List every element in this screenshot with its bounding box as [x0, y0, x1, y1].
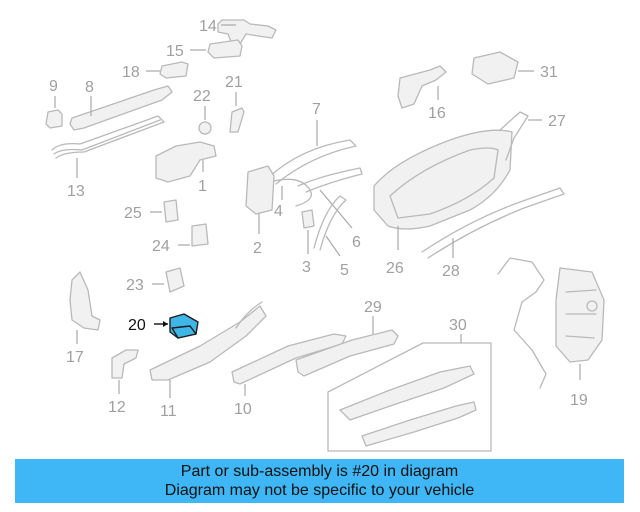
label-15: 15	[166, 43, 184, 60]
caption-line-1: Part or sub-assembly is #20 in diagram	[180, 463, 459, 480]
label-27: 27	[548, 113, 566, 130]
part-31: 31	[471, 51, 558, 85]
part-2: 2	[245, 165, 275, 257]
label-16: 16	[428, 105, 446, 122]
label-11: 11	[160, 403, 177, 420]
label-25: 25	[124, 205, 142, 222]
part-18: 18	[122, 61, 189, 81]
part-17: 17	[66, 271, 101, 366]
label-8: 8	[85, 79, 94, 96]
part-13: 13	[51, 115, 165, 200]
label-26: 26	[386, 260, 404, 277]
label-17: 17	[66, 349, 84, 366]
part-20: 20	[128, 313, 199, 339]
label-5: 5	[340, 262, 349, 279]
label-20: 20	[128, 317, 146, 334]
part-28: 28	[421, 187, 565, 280]
label-6: 6	[352, 234, 361, 251]
part-16: 16	[397, 65, 447, 122]
part-14: 14	[199, 18, 277, 45]
part-12: 12	[108, 349, 139, 416]
part-24: 24	[152, 223, 209, 255]
label-2: 2	[253, 240, 262, 257]
label-13: 13	[67, 183, 85, 200]
label-19: 19	[570, 392, 588, 409]
part-22: 22	[193, 88, 212, 135]
label-4: 4	[274, 203, 283, 220]
label-29: 29	[364, 299, 382, 316]
label-23: 23	[126, 277, 144, 294]
part-11: 11	[149, 301, 267, 420]
part-27: 27	[499, 111, 566, 161]
part-30: 30	[327, 317, 492, 452]
label-7: 7	[312, 101, 321, 118]
caption-line-2: Diagram may not be specific to your vehi…	[164, 482, 475, 499]
caption-bar: Part or sub-assembly is #20 in diagram D…	[15, 459, 624, 503]
part-6: 6	[297, 167, 363, 251]
part-21: 21	[225, 74, 245, 133]
label-3: 3	[302, 259, 311, 276]
label-22: 22	[193, 88, 211, 105]
label-30: 30	[449, 317, 467, 334]
label-14: 14	[199, 18, 217, 35]
label-18: 18	[122, 64, 140, 81]
label-1: 1	[198, 178, 207, 195]
part-5: 5	[313, 195, 349, 279]
part-19: 19	[497, 257, 605, 409]
label-28: 28	[442, 263, 460, 280]
part-25: 25	[124, 199, 179, 223]
part-8: 8	[69, 79, 173, 131]
label-12: 12	[108, 399, 126, 416]
part-26: 26	[373, 129, 513, 277]
label-9: 9	[49, 78, 58, 95]
part-23: 23	[126, 267, 185, 294]
parts-diagram: 14 15 18 9 8 13 22 21	[45, 18, 605, 452]
part-29: 29	[295, 299, 399, 377]
part-10: 10	[231, 333, 347, 418]
label-10: 10	[234, 401, 252, 418]
part-15: 15	[166, 39, 243, 60]
label-31: 31	[540, 64, 558, 81]
part-9: 9	[45, 78, 63, 129]
label-24: 24	[152, 238, 170, 255]
label-21: 21	[225, 74, 243, 91]
part-3: 3	[301, 209, 315, 276]
part-1: 1	[155, 141, 217, 195]
part-7: 7	[267, 101, 357, 185]
